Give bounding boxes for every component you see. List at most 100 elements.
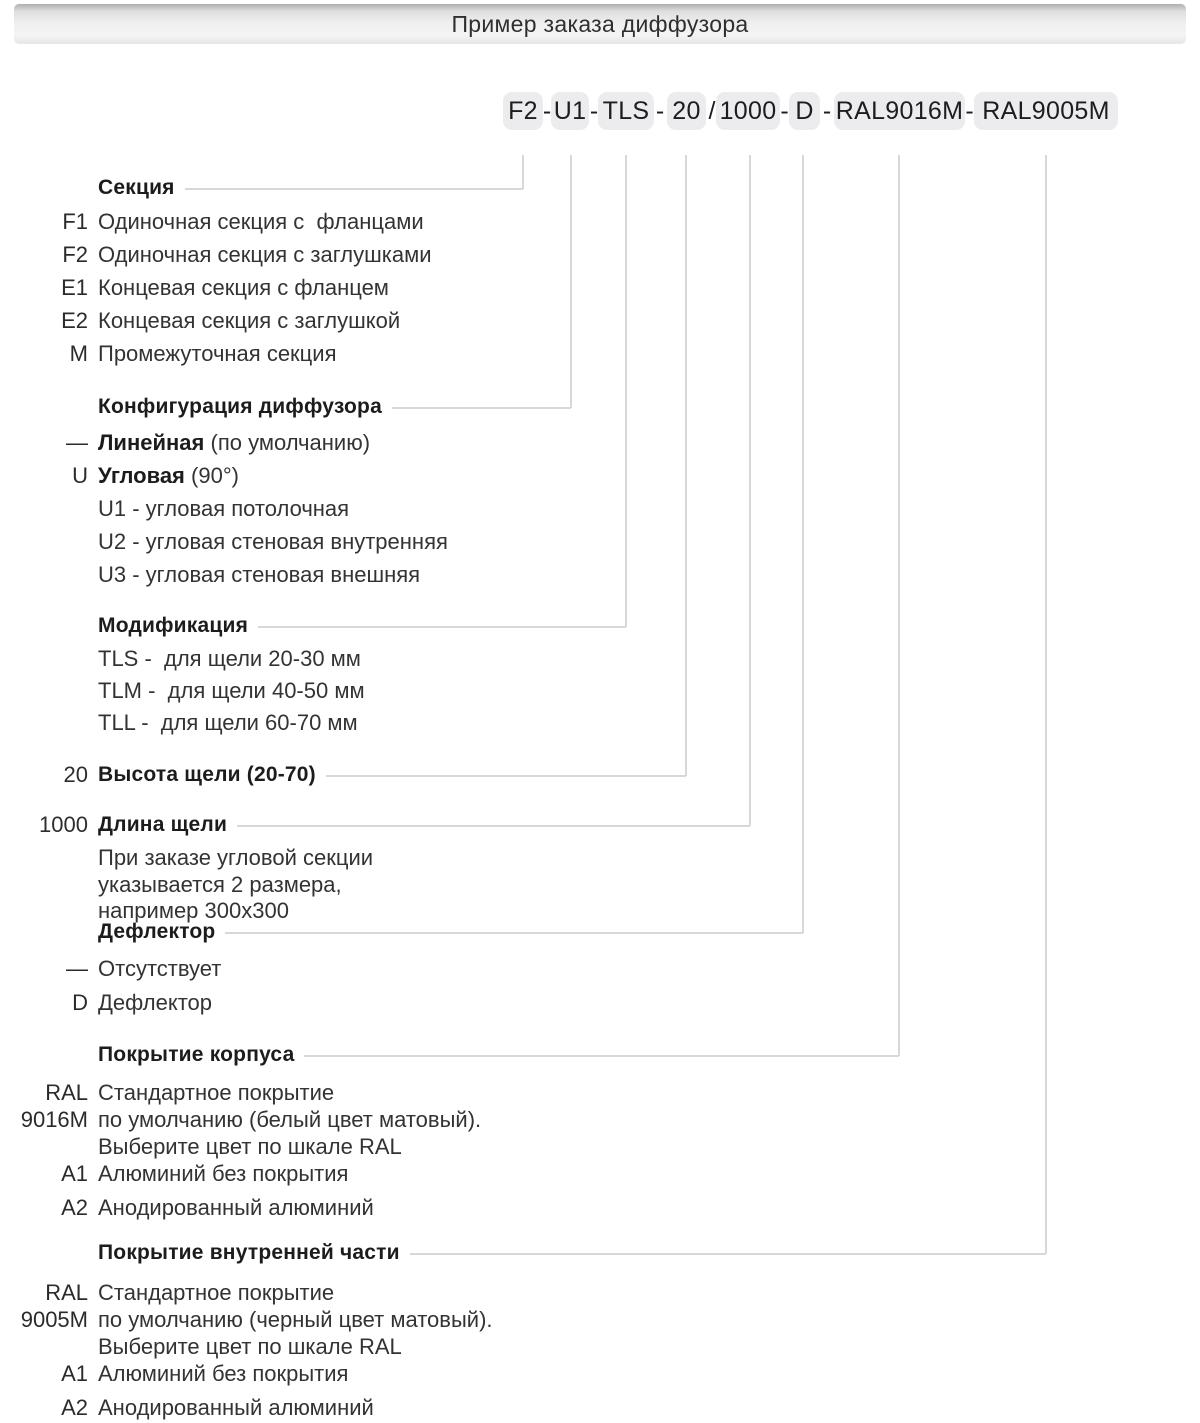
- section-heading-code-vysota-shcheli: 20: [63, 762, 88, 787]
- spec-row-text: Выберите цвет по шкале RAL: [98, 1334, 402, 1359]
- spec-row: При заказе угловой секции: [0, 845, 373, 871]
- spec-row-code: A1: [61, 1361, 88, 1386]
- order-code-separator: -: [589, 97, 599, 125]
- spec-row-code: 9016M: [20, 1107, 88, 1132]
- spec-row-text: Одиночная секция с заглушками: [98, 242, 432, 267]
- spec-row-code: —: [66, 956, 88, 981]
- leader-line: [258, 626, 626, 628]
- spec-row-code: RAL: [45, 1280, 88, 1305]
- section-heading-label: Покрытие внутренней части: [98, 1241, 400, 1264]
- spec-row-text: указывается 2 размера,: [98, 872, 342, 897]
- order-code-separator: -: [965, 97, 974, 125]
- order-code-segment-u1: U1: [551, 92, 589, 130]
- spec-row-text: Алюминий без покрытия: [98, 1361, 349, 1386]
- spec-row: —Линейная (по умолчанию): [0, 430, 370, 456]
- spec-row-code: —: [66, 430, 88, 455]
- connector-vline-modifikatsiya: [625, 155, 627, 627]
- section-heading-label: Конфигурация диффузора: [98, 395, 382, 418]
- section-heading-pokrytie-korpusa: Покрытие корпуса: [98, 1042, 899, 1068]
- order-code-segment-d: D: [789, 92, 820, 130]
- spec-row-text: TLS - для щели 20-30 мм: [98, 646, 361, 671]
- section-heading-sektsiya: Секция: [98, 175, 523, 201]
- section-heading-deflektor: Дефлектор: [98, 919, 803, 945]
- section-heading-label: Покрытие корпуса: [98, 1043, 295, 1066]
- section-heading-modifikatsiya: Модификация: [98, 613, 626, 639]
- section-heading-label: Модификация: [98, 614, 249, 637]
- spec-row: — Отсутствует: [0, 956, 221, 982]
- spec-row: A2 Анодированный алюминий: [0, 1195, 374, 1221]
- spec-row: TLS - для щели 20-30 мм: [0, 646, 361, 672]
- section-heading-pokrytie-vnutrenney-chasti: Покрытие внутренней части: [98, 1240, 1046, 1266]
- leader-line: [391, 407, 571, 409]
- header-bar: Пример заказа диффузора: [14, 4, 1186, 44]
- spec-row-code: F1: [62, 209, 88, 234]
- section-heading-code-dlina-shcheli: 1000: [39, 812, 88, 837]
- connector-vline-sektsiya: [522, 155, 524, 189]
- section-heading-label: Дефлектор: [98, 920, 216, 943]
- order-code-separator: -: [655, 97, 665, 125]
- section-heading-vysota-shcheli: Высота щели (20-70): [98, 762, 686, 788]
- section-heading-konfiguratsiya-diffuzora: Конфигурация диффузора: [98, 394, 571, 420]
- spec-row: U1 - угловая потолочная: [0, 496, 349, 522]
- spec-row-code: RAL: [45, 1080, 88, 1105]
- spec-row: U2 - угловая стеновая внутренняя: [0, 529, 448, 555]
- spec-row-code: U: [72, 463, 88, 488]
- order-code-segment-1000: 1000: [716, 92, 780, 130]
- connector-vline-deflektor: [802, 155, 804, 933]
- spec-row-text: Промежуточная секция: [98, 341, 337, 366]
- spec-row-text: Угловая (90°): [98, 463, 239, 488]
- spec-row: U Угловая (90°): [0, 463, 239, 489]
- spec-row-code: E2: [61, 308, 88, 333]
- spec-row-code: F2: [62, 242, 88, 267]
- spec-row-text: U1 - угловая потолочная: [98, 496, 350, 521]
- spec-row-text: Стандартное покрытие: [98, 1280, 335, 1305]
- spec-row: 9005M по умолчанию (черный цвет матовый).: [0, 1307, 493, 1333]
- leader-line: [409, 1253, 1046, 1255]
- connector-vline-pokrytie-vnutrenney-chasti: [1045, 155, 1047, 1254]
- leader-line: [184, 188, 523, 190]
- order-code-segment-tls: TLS: [598, 92, 654, 130]
- spec-row: например 300х300: [0, 898, 289, 924]
- spec-row-text: U2 - угловая стеновая внутренняя: [98, 529, 448, 554]
- spec-row: U3 - угловая стеновая внешняя: [0, 562, 420, 588]
- connector-vline-dlina-shcheli: [749, 155, 751, 826]
- spec-row-text: TLL - для щели 60-70 мм: [98, 710, 358, 735]
- leader-line: [237, 825, 750, 827]
- spec-row: указывается 2 размера,: [0, 872, 342, 898]
- spec-row: 9016M по умолчанию (белый цвет матовый).: [0, 1107, 481, 1133]
- order-code-separator: -: [542, 97, 552, 125]
- spec-row-code: A2: [61, 1395, 88, 1420]
- section-heading-dlina-shcheli: Длина щели: [98, 812, 750, 838]
- spec-row-code: A2: [61, 1195, 88, 1220]
- spec-row: TLM - для щели 40-50 мм: [0, 678, 365, 704]
- spec-row-text: Анодированный алюминий: [98, 1195, 374, 1220]
- spec-row-text: При заказе угловой секции: [98, 845, 374, 870]
- section-heading-label: Секция: [98, 176, 175, 199]
- spec-row: A1 Алюминий без покрытия: [0, 1361, 348, 1387]
- leader-line: [225, 932, 803, 934]
- leader-line: [304, 1055, 899, 1057]
- order-code-segment-f2: F2: [503, 92, 543, 130]
- spec-row: M Промежуточная секция: [0, 341, 337, 367]
- connector-vline-vysota-shcheli: [685, 155, 687, 776]
- spec-row-code: 9005M: [20, 1307, 88, 1332]
- spec-row-text: по умолчанию (белый цвет матовый).: [98, 1107, 482, 1132]
- spec-row-text: Концевая секция с фланцем: [98, 275, 389, 300]
- spec-row-text: по умолчанию (черный цвет матовый).: [98, 1307, 493, 1332]
- order-code-separator: /: [708, 97, 716, 125]
- order-code-separator: -: [822, 97, 832, 125]
- connector-vline-pokrytie-korpusa: [898, 155, 900, 1056]
- page-title: Пример заказа диффузора: [451, 10, 749, 37]
- spec-row-code: M: [69, 341, 88, 366]
- spec-row: RAL Стандартное покрытие: [0, 1280, 334, 1306]
- spec-row-text: Отсутствует: [98, 956, 222, 981]
- spec-row: F2 Одиночная секция с заглушками: [0, 242, 432, 268]
- connector-vline-konfiguratsiya-diffuzora: [570, 155, 572, 408]
- spec-row-code: D: [72, 990, 88, 1015]
